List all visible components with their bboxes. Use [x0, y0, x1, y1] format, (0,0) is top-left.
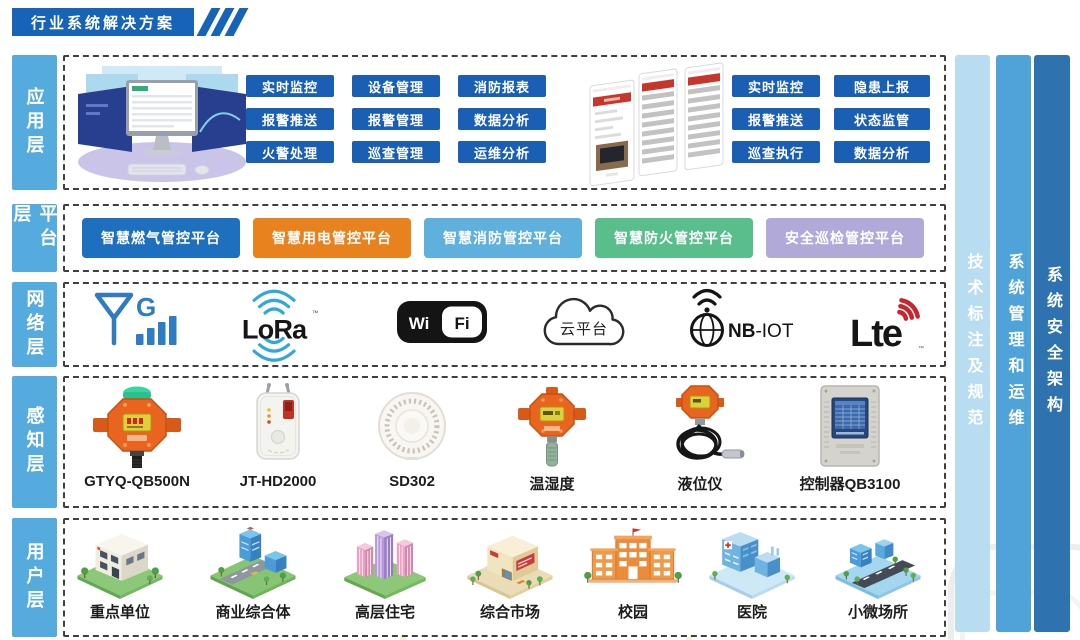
svg-text:Lte: Lte [850, 313, 902, 354]
key-unit-building-illustration [77, 533, 163, 599]
pillar-system-management: 系统管理和运维 [996, 55, 1031, 632]
layer-tab-label: 应用层 [24, 86, 45, 159]
platform-button-fireprevention[interactable]: 智慧防火管控平台 [595, 218, 753, 258]
site-market: 综合市场 [445, 523, 575, 622]
svg-text:™: ™ [918, 345, 924, 352]
pillar-system-security: 系统安全架构 [1034, 55, 1070, 632]
device-gas-detector: GTYQ-QB500N [77, 380, 197, 490]
site-small-venue: 小微场所 [813, 523, 943, 622]
app-button[interactable]: 数据分析 [834, 141, 930, 163]
hospital-building-illustration [709, 532, 795, 599]
site-campus: 校园 [568, 523, 698, 622]
app-button[interactable]: 实时监控 [246, 75, 334, 97]
app-button[interactable]: 运维分析 [458, 141, 546, 163]
perception-layer-box [63, 376, 946, 508]
layer-tab-network: 网络层 [12, 282, 57, 367]
smoke-detector-illustration [378, 392, 446, 460]
layer-tab-perception: 感知层 [12, 376, 57, 508]
app-button[interactable]: 巡查执行 [732, 141, 820, 163]
site-label: 综合市场 [479, 604, 540, 621]
nbiot-icon: NB-IOT [690, 288, 794, 347]
app-button[interactable]: 实时监控 [732, 75, 820, 97]
application-functions-right: 实时监控 隐患上报 报警推送 状态监管 巡查执行 数据分析 [732, 75, 930, 163]
site-key-unit: 重点单位 [55, 523, 185, 622]
site-label: 商业综合体 [215, 604, 291, 621]
app-button[interactable]: 报警推送 [246, 108, 334, 130]
device-smoke-detector: SD302 [352, 380, 472, 490]
page-title: 行业系统解决方案 [12, 8, 194, 36]
gas-detector-illustration [93, 386, 181, 468]
site-label: 重点单位 [89, 604, 150, 621]
device-label: 温湿度 [529, 476, 575, 493]
layer-tab-label: 网络层 [24, 288, 45, 361]
layer-tab-label: 用户层 [24, 541, 45, 614]
site-highrise-residence: 高层住宅 [320, 523, 450, 622]
pillar-label: 系统安全架构 [1044, 265, 1061, 422]
svg-text:Fi: Fi [454, 314, 469, 333]
platform-button-inspection[interactable]: 安全巡检管控平台 [766, 218, 924, 258]
platform-button-gas[interactable]: 智慧燃气管控平台 [82, 218, 240, 258]
site-label: 小微场所 [847, 604, 908, 621]
device-label: SD302 [389, 473, 435, 490]
layer-tab-platform: 平台层 [12, 204, 58, 272]
site-label: 高层住宅 [354, 604, 415, 621]
controller-illustration [820, 385, 880, 467]
pillar-technical-standards: 技术标注及规范 [955, 55, 990, 632]
campus-building-illustration [584, 528, 682, 583]
site-label: 医院 [736, 604, 767, 621]
application-functions-left: 实时监控 设备管理 消防报表 报警推送 报警管理 数据分析 火警处理 巡查管理 … [246, 75, 546, 163]
device-controller: 控制器QB3100 [790, 380, 910, 494]
svg-text:NB-IOT: NB-IOT [728, 321, 794, 342]
platform-buttons-row: 智慧燃气管控平台 智慧用电管控平台 智慧消防管控平台 智慧防火管控平台 安全巡检… [82, 218, 924, 258]
device-level-meter: 液位仪 [640, 380, 760, 494]
svg-text:Wi: Wi [409, 314, 430, 333]
layer-tab-user: 用户层 [12, 518, 57, 637]
highrise-residence-illustration [344, 530, 426, 599]
wifi-icon: Wi Fi [397, 301, 487, 343]
cellular-signal-icon: G [94, 292, 177, 346]
title-slash-decoration [196, 8, 249, 36]
app-button[interactable]: 报警推送 [732, 108, 820, 130]
small-venue-illustration [835, 539, 921, 599]
device-combustible-alarm: JT-HD2000 [218, 380, 338, 490]
device-label: JT-HD2000 [239, 473, 317, 490]
layer-tab-application: 应用层 [12, 55, 57, 190]
cloud-platform-icon: 云平台 [543, 297, 625, 346]
mobile-app-screens-illustration [589, 62, 724, 187]
app-button[interactable]: 数据分析 [458, 108, 546, 130]
svg-text:G: G [136, 292, 156, 322]
app-button[interactable]: 隐患上报 [834, 75, 930, 97]
app-button[interactable]: 设备管理 [352, 75, 440, 97]
svg-text:™: ™ [312, 310, 318, 317]
site-label: 校园 [617, 604, 648, 621]
commercial-complex-illustration [210, 526, 296, 599]
app-button[interactable]: 消防报表 [458, 75, 546, 97]
site-hospital: 医院 [687, 523, 817, 622]
app-button[interactable]: 报警管理 [352, 108, 440, 130]
platform-button-electric[interactable]: 智慧用电管控平台 [253, 218, 411, 258]
app-button[interactable]: 火警处理 [246, 141, 334, 163]
lte-icon: Lte ™ [850, 298, 924, 354]
level-meter-illustration [676, 385, 745, 460]
temp-humidity-illustration [518, 387, 586, 467]
lora-icon: LoRa ™ [242, 289, 319, 362]
svg-text:LoRa: LoRa [242, 313, 308, 344]
device-label: GTYQ-QB500N [84, 473, 190, 490]
layer-tab-label: 平台层 [11, 204, 58, 252]
site-commercial-complex: 商业综合体 [188, 523, 318, 622]
app-button[interactable]: 状态监管 [834, 108, 930, 130]
monitoring-workstation-illustration [78, 66, 246, 182]
layer-tab-label: 感知层 [24, 406, 45, 478]
pillar-label: 技术标注及规范 [964, 252, 982, 435]
device-label: 控制器QB3100 [799, 476, 901, 493]
combustible-alarm-illustration [256, 383, 300, 460]
pillar-label: 系统管理和运维 [1005, 252, 1023, 435]
market-building-illustration [467, 535, 553, 599]
app-button[interactable]: 巡查管理 [352, 141, 440, 163]
svg-text:云平台: 云平台 [560, 321, 608, 338]
network-layer-box [63, 282, 946, 367]
device-temp-humidity: 温湿度 [492, 380, 612, 494]
platform-button-firefighting[interactable]: 智慧消防管控平台 [424, 218, 582, 258]
device-label: 液位仪 [677, 476, 723, 493]
